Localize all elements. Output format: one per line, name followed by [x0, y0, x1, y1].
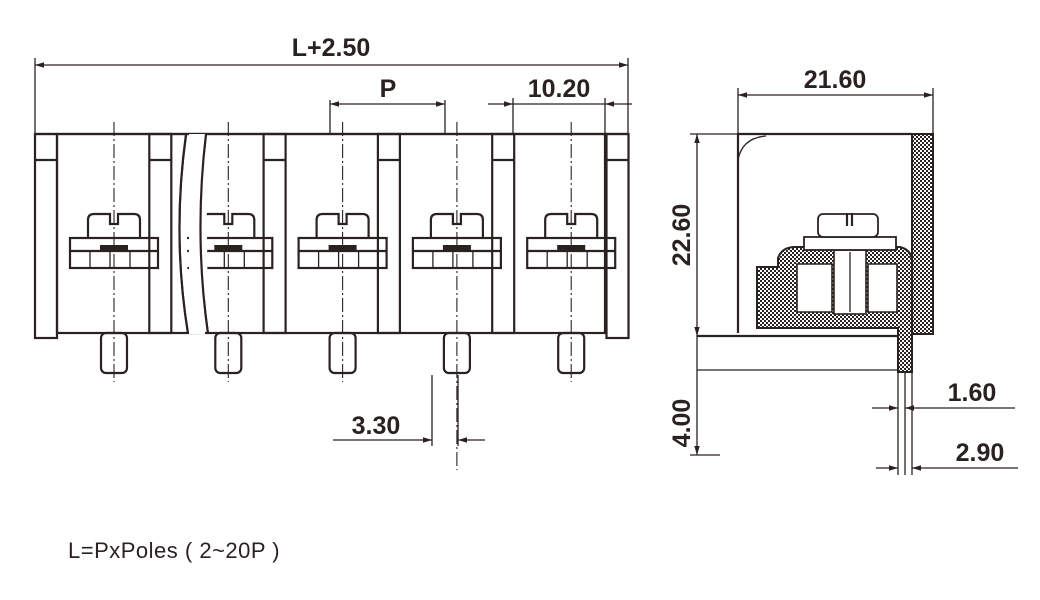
barriers	[33, 132, 630, 340]
terminal-pole	[297, 122, 388, 382]
side-dimensions: 21.60 22.60 4.00 1.60 2.90	[668, 66, 1018, 471]
dim-pin-width: 1.60	[948, 379, 997, 407]
length-formula-note: L=PxPoles ( 2~20P )	[68, 538, 281, 563]
terminal-pole	[526, 122, 617, 382]
dim-pin-length: 4.00	[668, 399, 696, 448]
dim-depth: 21.60	[804, 66, 867, 94]
dim-pitch: P	[380, 75, 397, 103]
dim-pitch-value: 10.20	[528, 75, 591, 103]
barrier-wall	[33, 132, 59, 340]
front-view	[33, 100, 630, 470]
dim-pin-pitch: 2.90	[956, 439, 1005, 467]
poles	[68, 100, 617, 470]
barrier-wall	[605, 132, 630, 340]
barrier-wall	[376, 132, 401, 335]
barrier-wall	[148, 132, 173, 335]
dim-height: 22.60	[668, 204, 696, 267]
side-wall-hatched	[911, 133, 934, 335]
dim-overall-length: L+2.50	[292, 34, 371, 62]
barrier-wall	[491, 132, 516, 335]
screw-washer	[803, 236, 897, 251]
terminal-pole	[411, 122, 502, 470]
side-view	[697, 132, 934, 475]
front-dimensions: L+2.50 P 10.20 3.30	[34, 34, 632, 446]
barrier-wall	[262, 132, 287, 335]
terminal-pole	[68, 122, 160, 382]
dim-pin-offset: 3.30	[352, 412, 401, 440]
